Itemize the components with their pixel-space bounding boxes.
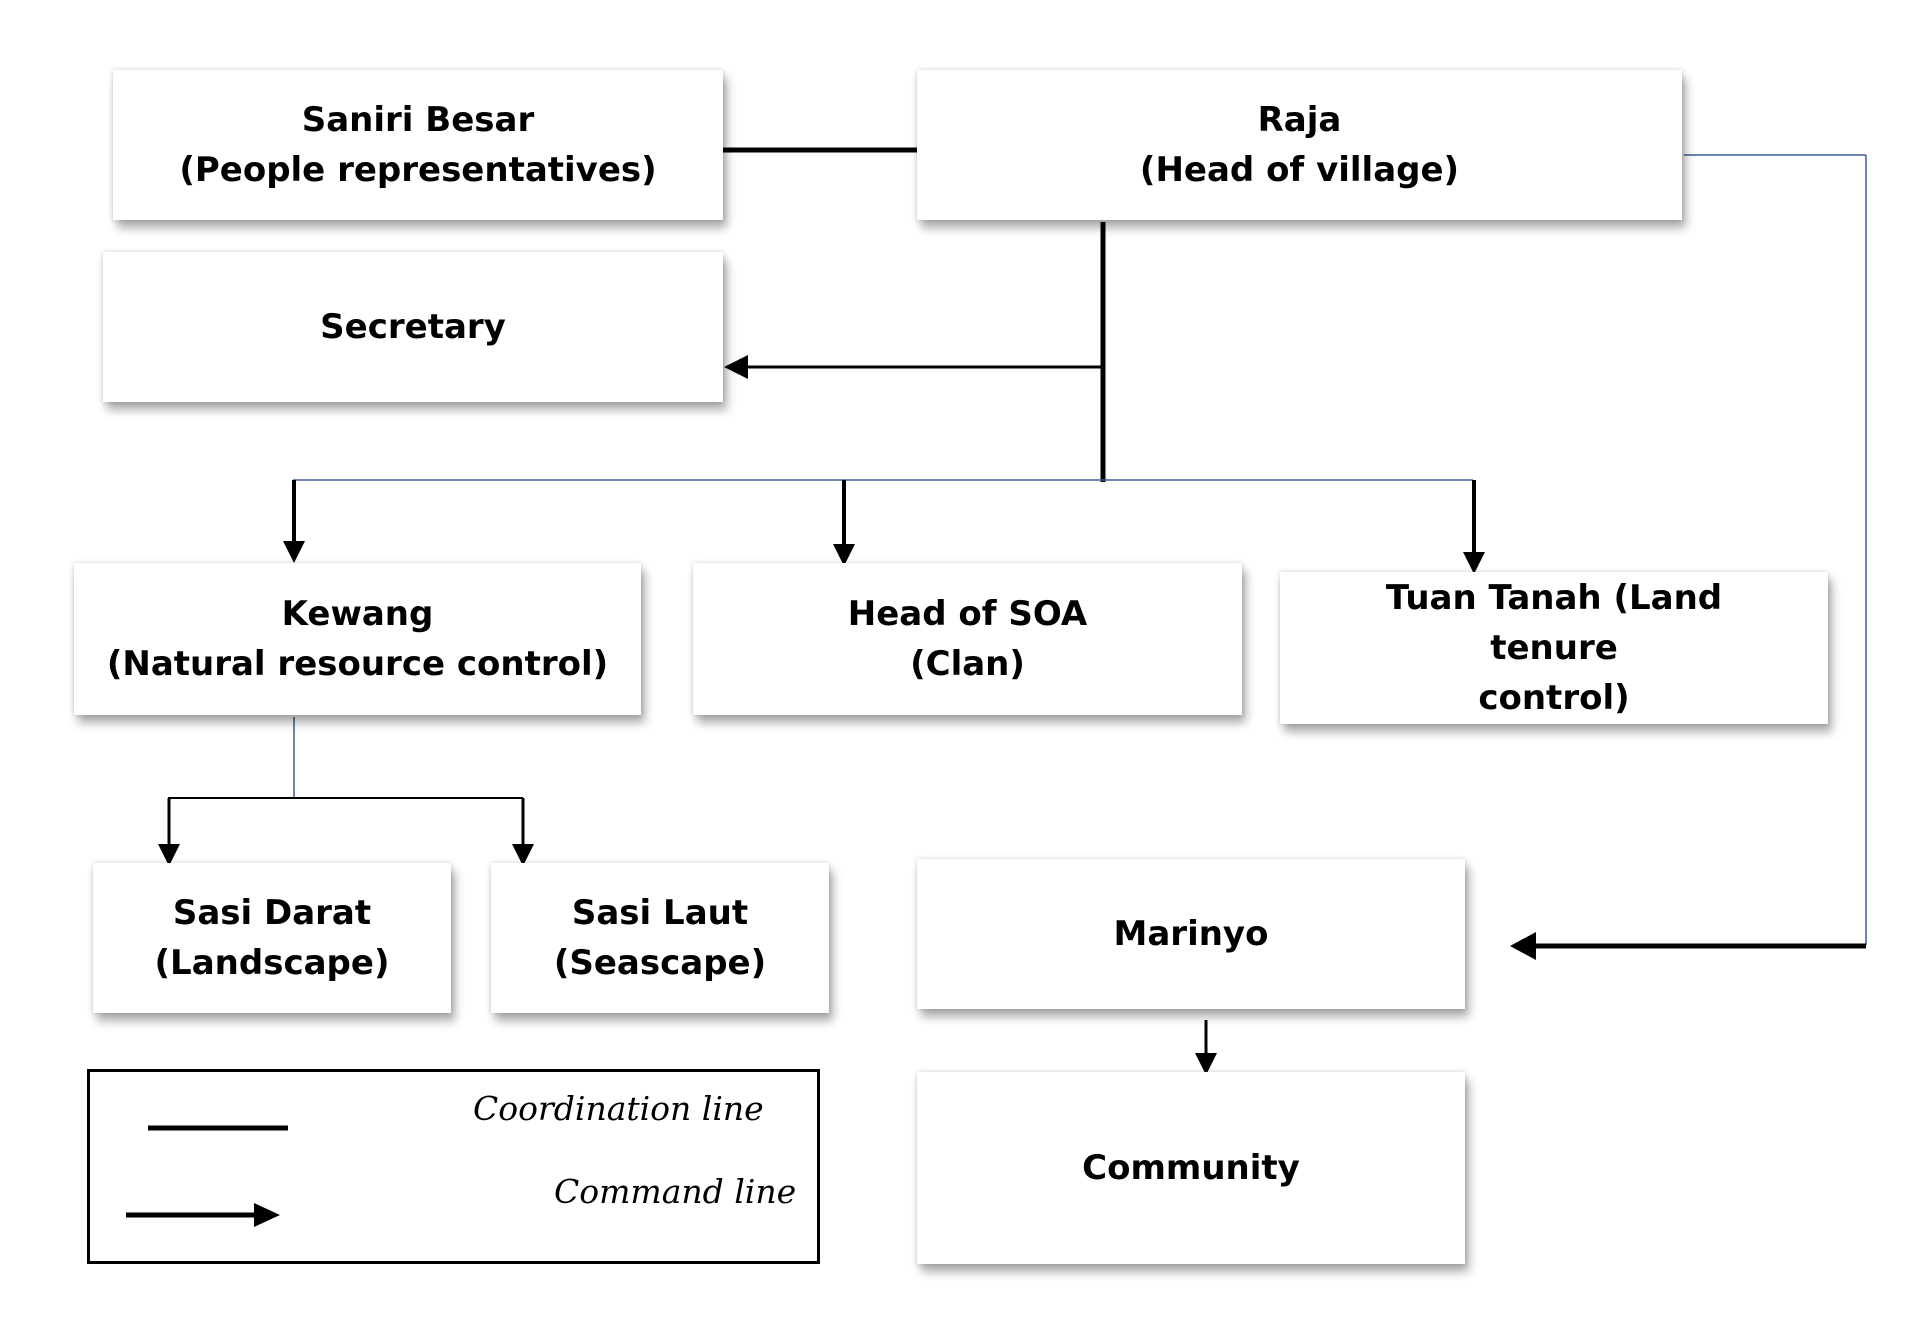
- legend-coordination-line-icon: [148, 1125, 288, 1131]
- legend: Coordination line Command line: [87, 1069, 820, 1264]
- legend-command-arrow-icon: [126, 1203, 280, 1227]
- arrowhead-sasi-darat: [158, 844, 180, 866]
- node-kewang-subtitle: (Natural resource control): [106, 644, 609, 684]
- node-saniri-besar-subtitle: (People representatives): [179, 150, 657, 190]
- node-community: Community: [917, 1072, 1465, 1264]
- arrowhead-tuan-tanah: [1463, 552, 1485, 574]
- node-tuan-tanah: Tuan Tanah (Land tenure control): [1280, 572, 1828, 724]
- arrowhead-secretary: [724, 355, 748, 379]
- node-marinyo: Marinyo: [917, 859, 1465, 1009]
- arrowhead-community: [1195, 1053, 1217, 1075]
- node-head-of-soa: Head of SOA (Clan): [693, 563, 1242, 715]
- node-head-of-soa-subtitle: (Clan): [910, 644, 1025, 684]
- node-head-of-soa-title: Head of SOA: [847, 594, 1088, 634]
- node-sasi-darat-subtitle: (Landscape): [154, 943, 390, 983]
- node-raja: Raja (Head of village): [917, 70, 1682, 220]
- node-secretary-title: Secretary: [320, 307, 506, 347]
- node-community-title: Community: [1082, 1148, 1300, 1188]
- node-sasi-laut: Sasi Laut (Seascape): [491, 863, 829, 1013]
- node-raja-subtitle: (Head of village): [1139, 150, 1460, 190]
- node-tuan-tanah-title: Tuan Tanah (Land tenure: [1385, 578, 1723, 668]
- node-sasi-laut-title: Sasi Laut: [571, 893, 749, 933]
- node-saniri-besar-title: Saniri Besar: [301, 100, 535, 140]
- node-sasi-darat: Sasi Darat (Landscape): [93, 863, 451, 1013]
- node-saniri-besar: Saniri Besar (People representatives): [113, 70, 723, 220]
- arrowhead-sasi-laut: [512, 844, 534, 866]
- node-kewang: Kewang (Natural resource control): [74, 563, 641, 715]
- node-kewang-title: Kewang: [281, 594, 434, 634]
- node-sasi-darat-title: Sasi Darat: [172, 893, 372, 933]
- node-marinyo-title: Marinyo: [1113, 914, 1269, 954]
- arrowhead-marinyo: [1510, 932, 1536, 960]
- node-raja-title: Raja: [1257, 100, 1342, 140]
- node-sasi-laut-subtitle: (Seascape): [553, 943, 767, 983]
- node-secretary: Secretary: [103, 252, 723, 402]
- arrowhead-kewang: [283, 541, 305, 563]
- arrowhead-soa: [833, 544, 855, 566]
- legend-coordination-label: Coordination line: [473, 1089, 764, 1128]
- legend-command-label: Command line: [554, 1172, 797, 1211]
- node-tuan-tanah-subtitle: control): [1478, 678, 1630, 718]
